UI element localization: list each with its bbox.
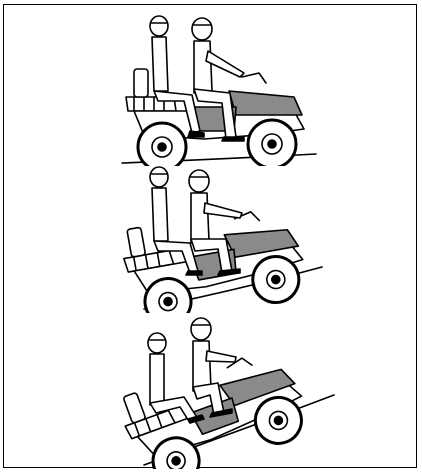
- atv-two-riders-steep-incline-illustration: [4, 313, 418, 469]
- panel-level-ground: [4, 11, 418, 166]
- illustration-frame: [3, 4, 417, 468]
- passenger-backrest: [134, 69, 148, 97]
- passenger-backrest: [127, 227, 146, 257]
- atv-two-riders-moderate-incline-illustration: [4, 163, 418, 313]
- passenger-backrest: [123, 392, 146, 423]
- front-fender: [229, 91, 302, 115]
- atv-two-riders-level-illustration: [4, 11, 418, 166]
- panel-moderate-incline: [4, 163, 418, 313]
- panel-steep-incline: [4, 313, 418, 469]
- handlebar: [242, 73, 266, 83]
